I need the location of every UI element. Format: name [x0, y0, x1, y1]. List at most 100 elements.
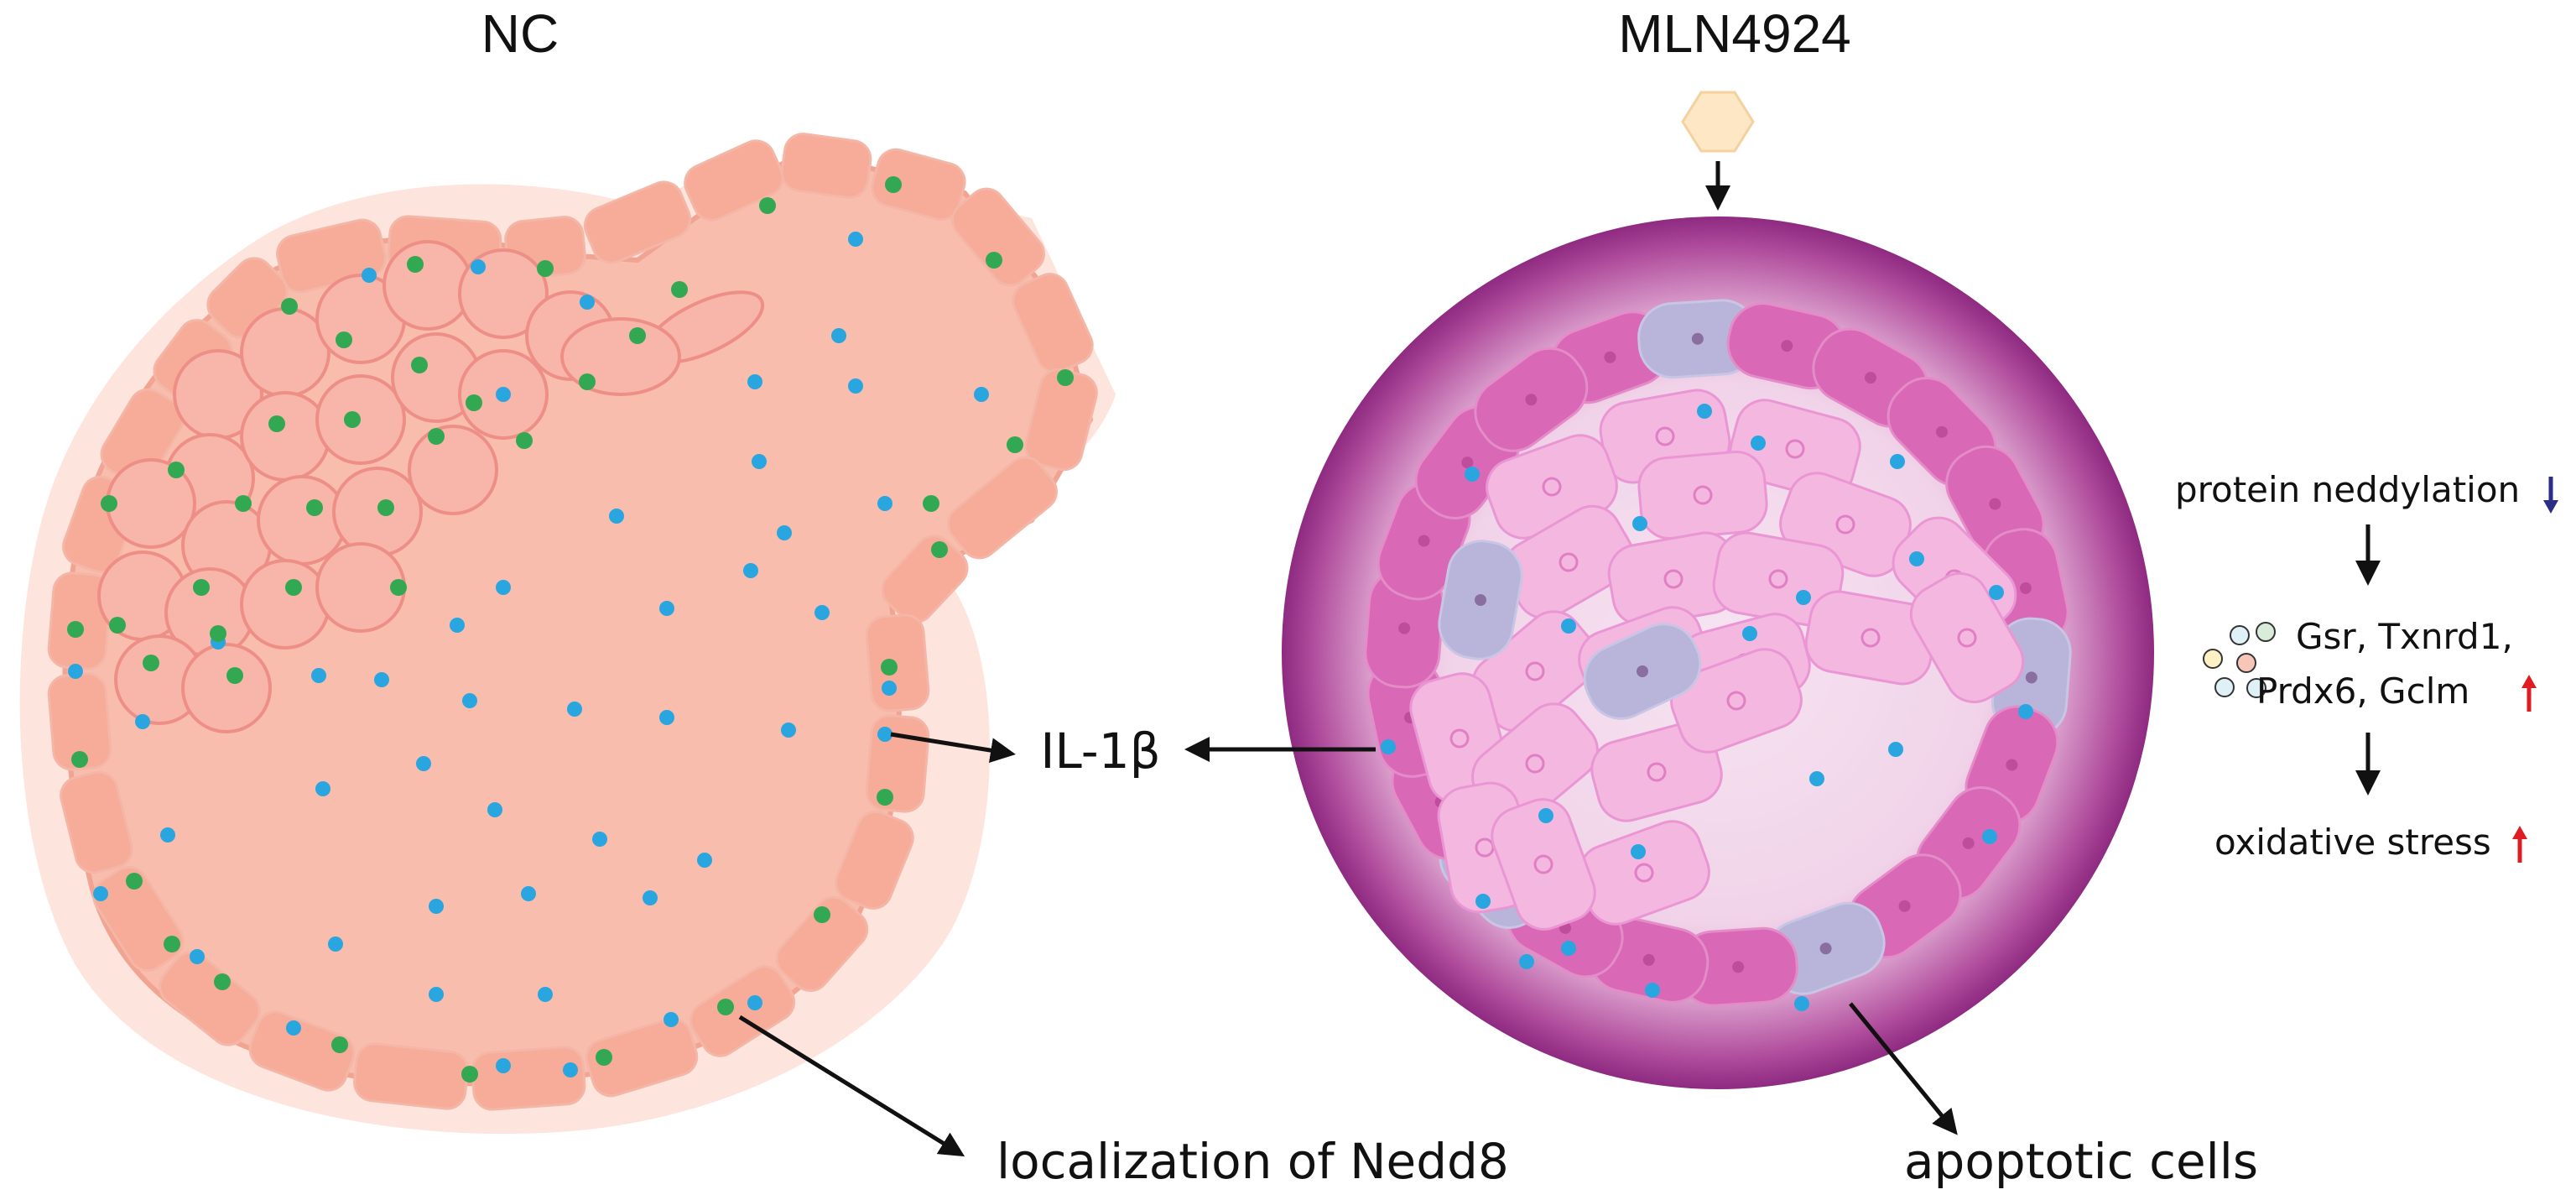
nc-green-dot — [285, 579, 302, 596]
mln-cell-nucleus — [1898, 900, 1911, 912]
nc-blue-dot — [877, 727, 892, 742]
nc-rim-cell-shape — [248, 1010, 356, 1092]
mln-inner-nucleus — [1525, 661, 1545, 681]
mln-inner-cells — [1409, 389, 2025, 931]
mln-cell-nucleus — [1525, 394, 1538, 406]
mln-cell-nucleus — [1989, 498, 2001, 510]
mln-inner-nucleus — [1449, 728, 1470, 749]
nc-rim-cell-shape — [353, 1042, 469, 1110]
mln-blue-dot — [1890, 454, 1905, 469]
nc-rim-cell — [248, 1010, 356, 1092]
nc-rim-cell-shape — [1024, 368, 1098, 472]
nc-green-dot — [268, 415, 285, 432]
mln-cell-nucleus — [1732, 961, 1745, 973]
nc-green-dot — [579, 373, 596, 390]
mln-dots — [1381, 404, 2033, 1011]
nc-green-dot — [814, 906, 830, 923]
nc-oocyte-cell — [240, 391, 330, 482]
mln-blue-dot — [1631, 844, 1646, 859]
blue-down-arrow-icon — [2543, 477, 2558, 514]
nc-green-dot — [759, 197, 776, 214]
mln-blue-dot — [1561, 618, 1576, 634]
nc-blue-dot — [747, 374, 762, 389]
arrow-apoptotic — [1849, 1002, 1958, 1135]
nc-rim-cell-shape — [871, 148, 966, 222]
nc-rim-cell — [865, 714, 930, 813]
mln-cell-nucleus — [1936, 425, 1949, 438]
nc-rim-cell-shape — [585, 1017, 699, 1098]
nc-blue-dot — [747, 995, 762, 1010]
mln-blue-dot — [1697, 404, 1712, 419]
nc-blue-dot — [743, 563, 758, 578]
mln-blue-dot — [1538, 808, 1553, 823]
nc-green-dot — [101, 495, 117, 512]
pathway-step-genes-line1: Gsr, Txnrd1, — [2296, 616, 2513, 657]
nc-green-dot — [226, 667, 243, 684]
nc-blue-dot — [777, 525, 792, 540]
nc-rim-cell — [353, 1042, 469, 1110]
nc-rim-cell — [947, 456, 1058, 560]
nc-rim-cell-shape — [865, 714, 930, 813]
nc-rim-cell-shape — [780, 133, 872, 199]
mln-inner-nucleus — [1559, 552, 1579, 572]
nc-blue-dot — [697, 853, 712, 868]
nc-rim-cell — [835, 811, 914, 910]
mln-cell-nucleus — [2019, 582, 2032, 594]
nc-blue-dot — [328, 937, 343, 952]
mln-inner-nucleus — [1835, 514, 1855, 535]
nc-green-dot — [344, 411, 361, 428]
mln-inner-cell-shape — [1670, 648, 1803, 754]
mln-blue-dot — [1645, 983, 1660, 998]
mln-blue-dot — [2018, 704, 2033, 719]
nc-green-dot — [428, 428, 445, 445]
nc-green-dot — [407, 256, 424, 273]
nc-blue-dot — [592, 832, 607, 847]
nc-rim-cell — [780, 133, 872, 199]
red-up-arrow-icon — [2521, 675, 2537, 712]
nc-dots — [67, 176, 1074, 1083]
mln-inner-nucleus — [1542, 477, 1562, 497]
mln-cell-nucleus — [1475, 594, 1486, 606]
red-up-arrow-icon — [2512, 826, 2527, 863]
mln-inner-cell — [1637, 450, 1768, 540]
nc-blue-dot — [496, 1058, 511, 1073]
nc-green-dot — [377, 499, 394, 516]
mln-cell-nucleus — [1819, 942, 1832, 955]
nc-rim-cell-shape — [60, 770, 133, 874]
nc-blue-dot — [521, 886, 536, 901]
nc-rim-cell — [881, 535, 969, 623]
nc-green-dot — [986, 252, 1002, 269]
nc-green-dot — [306, 499, 323, 516]
nc-green-dot — [214, 973, 231, 990]
nc-blue-dot — [429, 987, 444, 1002]
mln-blue-dot — [1751, 436, 1766, 451]
nc-rim-cell — [585, 1017, 699, 1098]
nc-blue-dot — [877, 496, 892, 511]
mln-cell-nucleus — [1637, 665, 1648, 677]
nc-blue-dot — [752, 454, 767, 469]
mln-blue-dot — [1465, 467, 1480, 482]
mln-inner-nucleus — [1726, 691, 1746, 711]
label-il1b: IL-1β — [1040, 723, 1160, 780]
mln-inner-nucleus — [1693, 485, 1713, 505]
nc-blue-dot — [93, 886, 108, 901]
nc-green-dot — [1057, 369, 1074, 386]
nc-blue-dot — [781, 723, 796, 738]
label-apoptotic: apoptotic cells — [1904, 1133, 2258, 1190]
nc-blue-dot — [462, 693, 477, 708]
mln-cell-nucleus — [1418, 535, 1430, 547]
mln-cell-nucleus — [2006, 759, 2018, 771]
nc-green-dot — [71, 751, 88, 768]
arrow-nc-to-il1b — [890, 732, 1016, 763]
nc-blue-dot — [567, 702, 582, 717]
mln-inner-cell-shape — [1909, 571, 2025, 704]
nc-blue-dot — [286, 1020, 301, 1036]
nc-blue-dot — [135, 714, 150, 729]
nc-blue-dot — [882, 681, 897, 696]
mln-inner-cell — [1712, 531, 1845, 627]
nc-rim-cell-shape — [835, 811, 914, 910]
title-mln4924: MLN4924 — [1618, 3, 1851, 64]
nc-green-dot — [461, 1066, 478, 1083]
mln-inner-nucleus — [1634, 863, 1654, 883]
